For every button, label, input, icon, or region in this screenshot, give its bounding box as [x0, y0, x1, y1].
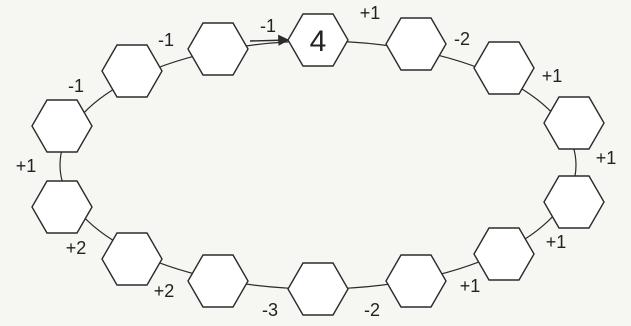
empty-hexagon-1[interactable] — [385, 17, 447, 71]
empty-hexagon-11[interactable] — [31, 99, 93, 153]
operation-label: +1 — [360, 3, 381, 23]
empty-hexagon-13[interactable] — [187, 22, 249, 76]
hexagon-outline — [287, 13, 349, 67]
empty-hexagon-6[interactable] — [385, 254, 447, 308]
hexagon-outline — [385, 17, 447, 71]
operation-label: +1 — [542, 66, 563, 86]
hexagon-outline — [101, 44, 163, 98]
operation-labels: +1 -2 +1 +1 +1 +1 -2 -3 +2 +2 +1 -1 -1 -1 — [16, 3, 617, 320]
hexagon-cells: 4 — [31, 13, 605, 316]
empty-hexagon-5[interactable] — [473, 227, 535, 281]
operation-label: +2 — [66, 238, 87, 258]
operation-label: +1 — [596, 148, 617, 168]
hexagon-outline — [187, 254, 249, 308]
empty-hexagon-9[interactable] — [101, 232, 163, 286]
hexagon-outline — [473, 41, 535, 95]
hexagon-outline — [31, 99, 93, 153]
hexagon-outline — [543, 96, 605, 150]
operation-label: +1 — [546, 232, 567, 252]
hexagon-outline — [543, 175, 605, 229]
empty-hexagon-8[interactable] — [187, 254, 249, 308]
hexagon-outline — [287, 262, 349, 316]
operation-label: -2 — [364, 300, 380, 320]
operation-label: +1 — [460, 276, 481, 296]
empty-hexagon-10[interactable] — [31, 180, 93, 234]
operation-label: -1 — [260, 16, 276, 36]
empty-hexagon-12[interactable] — [101, 44, 163, 98]
operation-label: +1 — [16, 156, 37, 176]
arrow-to-start-icon — [249, 34, 290, 46]
start-hexagon: 4 — [287, 13, 349, 67]
hexagon-outline — [473, 227, 535, 281]
empty-hexagon-7[interactable] — [287, 262, 349, 316]
operation-label: +2 — [154, 281, 175, 301]
empty-hexagon-2[interactable] — [473, 41, 535, 95]
hexagon-outline — [187, 22, 249, 76]
operation-label: -1 — [158, 30, 174, 50]
direction-arrow — [249, 34, 290, 46]
hexagon-value: 4 — [310, 25, 327, 58]
empty-hexagon-3[interactable] — [543, 96, 605, 150]
hexagon-outline — [31, 180, 93, 234]
empty-hexagon-4[interactable] — [543, 175, 605, 229]
operation-label: -2 — [454, 29, 470, 49]
hexagon-outline — [385, 254, 447, 308]
hexagon-outline — [101, 232, 163, 286]
operation-label: -1 — [68, 76, 84, 96]
operation-label: -3 — [262, 300, 278, 320]
